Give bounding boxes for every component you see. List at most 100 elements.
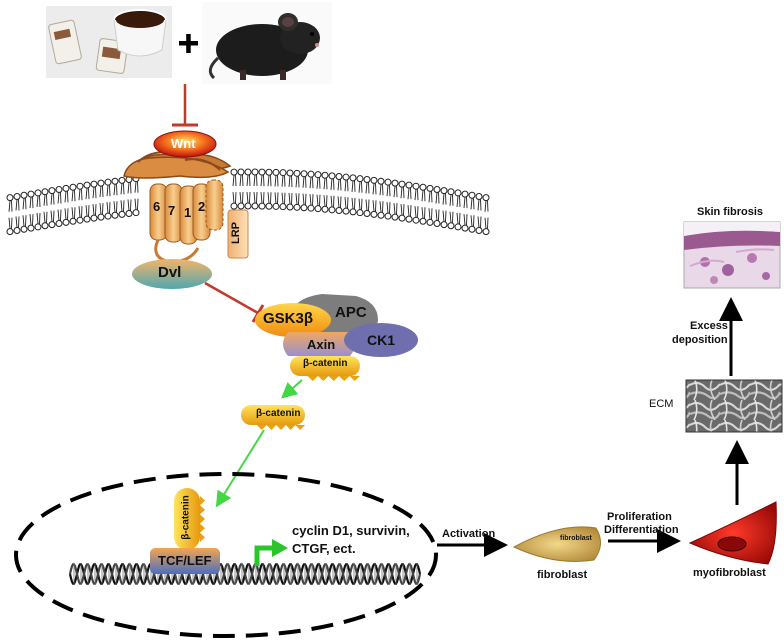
lipid xyxy=(34,189,42,231)
nucleus-boundary xyxy=(14,472,438,638)
lipid xyxy=(342,173,350,215)
lipid xyxy=(398,180,406,222)
dna-helix xyxy=(68,563,422,585)
lipid xyxy=(55,185,63,227)
mouse-image xyxy=(202,2,332,84)
lipid xyxy=(475,192,483,234)
lipid xyxy=(69,183,77,225)
lipid xyxy=(307,170,315,212)
cell-membrane xyxy=(6,168,490,236)
release-arrow xyxy=(281,379,303,399)
lipid xyxy=(461,190,469,232)
apc-label: APC xyxy=(335,304,367,321)
ck1-protein xyxy=(344,323,418,357)
plus-sign xyxy=(179,34,198,53)
fibroblast-label: fibroblast xyxy=(537,569,588,581)
lipid xyxy=(97,179,105,221)
gsk3b-label: GSK3β xyxy=(263,310,314,327)
gsk3b-protein xyxy=(255,303,331,337)
tcf-lef-label: TCF/LEF xyxy=(158,553,212,568)
lipid xyxy=(48,187,56,229)
lipid xyxy=(111,177,119,219)
lipid xyxy=(363,175,371,217)
lipid xyxy=(482,194,490,236)
lipid xyxy=(335,172,343,214)
dvl-protein xyxy=(132,259,212,289)
lipid xyxy=(293,169,301,211)
lipid xyxy=(62,184,70,226)
lrp-label: LRP xyxy=(230,222,242,244)
lipid xyxy=(20,191,28,233)
lipid xyxy=(230,168,238,210)
beta-catenin-free-label: β-catenin xyxy=(256,408,301,419)
lipid xyxy=(125,175,133,217)
lipid xyxy=(314,171,322,213)
helix-number-2: 2 xyxy=(198,199,206,214)
axin-protein xyxy=(283,332,355,356)
ecm-micrograph-image xyxy=(685,379,783,433)
lipid xyxy=(265,168,273,210)
lipid xyxy=(391,179,399,221)
lipid xyxy=(321,171,329,213)
lipid xyxy=(41,188,49,230)
lrp-coreceptor xyxy=(227,209,249,259)
lipid xyxy=(6,194,14,236)
lipid xyxy=(300,170,308,212)
lipid xyxy=(132,175,140,217)
lipid xyxy=(412,182,420,224)
lipid xyxy=(118,176,126,218)
lipid xyxy=(440,187,448,229)
lipid xyxy=(433,185,441,227)
target-genes-line2: CTGF, ect. xyxy=(292,541,356,556)
lipid xyxy=(286,169,294,211)
excess-label: Excess xyxy=(690,320,728,332)
lipid xyxy=(258,168,266,210)
skin-histology-image xyxy=(683,221,781,289)
myofibroblast-cell xyxy=(688,501,777,565)
target-genes-line1: cyclin D1, survivin, xyxy=(292,523,410,538)
lipid xyxy=(349,174,357,216)
lipid xyxy=(13,192,21,234)
lipid xyxy=(237,168,245,210)
lipid xyxy=(104,178,112,220)
lipid xyxy=(377,177,385,219)
nuclear-translocation-arrow xyxy=(215,429,265,508)
tcf-lef-factor xyxy=(150,548,220,574)
lipid xyxy=(370,176,378,218)
beta-catenin-complex-shape xyxy=(290,356,360,381)
frizzled-receptor xyxy=(123,150,232,264)
lipid xyxy=(251,168,259,210)
beta-catenin-free-shape xyxy=(241,405,305,430)
wnt-ligand xyxy=(153,130,217,158)
lipid xyxy=(426,184,434,226)
activation-label: Activation xyxy=(442,528,496,540)
ecm-label: ECM xyxy=(649,398,674,410)
helix-number-7: 7 xyxy=(168,203,176,218)
ck1-label: CK1 xyxy=(367,332,396,348)
lipid xyxy=(244,168,252,210)
gene-activation-arrow xyxy=(254,539,288,566)
axin-label: Axin xyxy=(307,337,336,352)
dvl-label: Dvl xyxy=(158,264,182,281)
lipid xyxy=(356,175,364,217)
lipid xyxy=(468,191,476,233)
beta-catenin-nuclear-shape xyxy=(174,488,205,550)
helix-number-1: 1 xyxy=(184,205,192,220)
beta-catenin-complex-label: β-catenin xyxy=(303,358,348,369)
lipid xyxy=(272,168,280,210)
destruction-complex xyxy=(255,294,418,357)
lipid xyxy=(405,181,413,223)
lipid xyxy=(419,183,427,225)
lipid xyxy=(447,188,455,230)
helix-number-6: 6 xyxy=(153,199,161,214)
lipid xyxy=(454,189,462,231)
fibroblast-inner-label: fibroblast xyxy=(560,535,592,542)
lipid xyxy=(83,181,91,223)
beta-catenin-nuclear-label: β-catenin xyxy=(180,495,192,540)
lipid xyxy=(328,172,336,214)
lipid xyxy=(76,182,84,224)
tea-bags-cup-image xyxy=(46,6,172,78)
proliferation-label: Proliferation xyxy=(607,511,672,523)
lipid xyxy=(384,178,392,220)
